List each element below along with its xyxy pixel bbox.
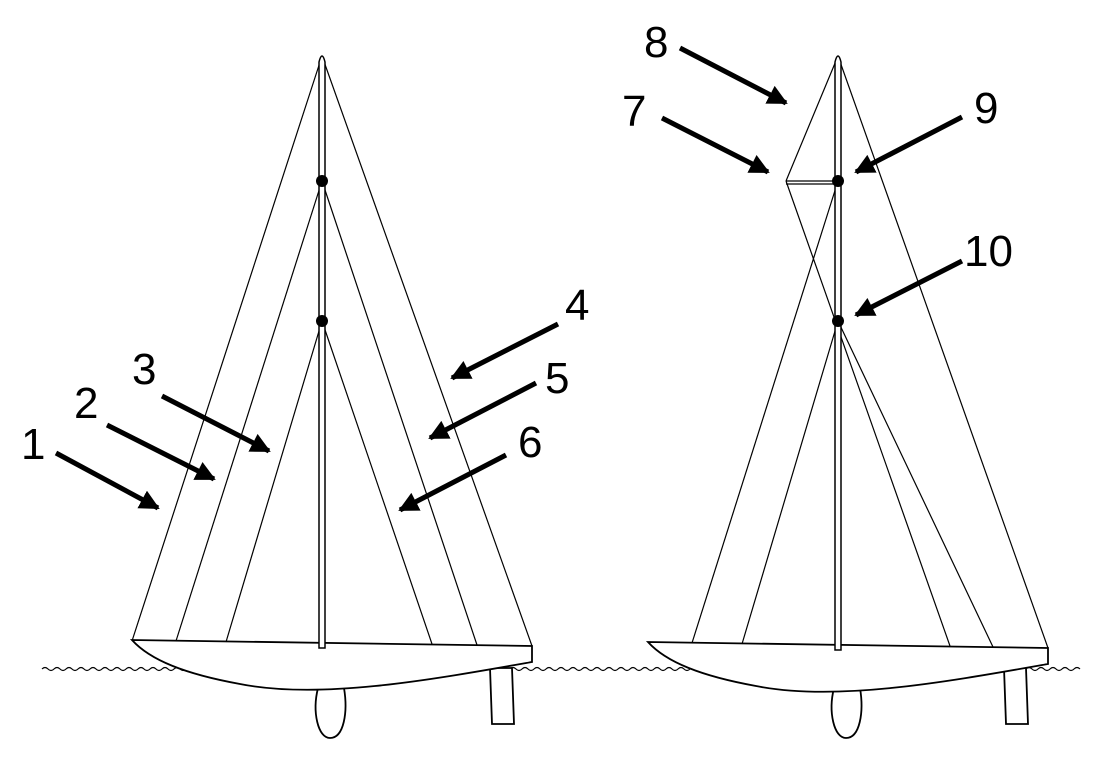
mast-left [318,55,326,649]
boat-right [645,55,1049,739]
stay-short-left-right [741,320,839,645]
hull-left [129,639,533,691]
keel-left [314,687,347,739]
hull-right [645,641,1049,693]
rudder-right [1003,667,1029,725]
stay-upper-left-right [785,55,839,182]
arrow-7 [660,115,770,175]
arrows [54,45,964,513]
stay-2-left [175,180,323,642]
stay-long-left-right [691,180,839,644]
stay-1-left [131,55,323,642]
stay-inner-right [837,320,994,648]
spreader-joint-upper-left [316,175,328,187]
arrow-2 [105,422,216,482]
arrow-9 [854,114,964,175]
arrow-3 [160,393,271,454]
keel-right [830,687,863,739]
stay-3-left [225,320,323,643]
label-6: 6 [518,418,542,467]
arrow-6 [398,452,508,513]
label-10: 10 [964,227,1013,276]
label-3: 3 [132,345,156,394]
stay-4-left [321,55,533,647]
rudder-left [489,667,515,725]
arrow-8 [678,45,788,106]
label-9: 9 [974,84,998,133]
label-4: 4 [565,281,589,330]
stay-backstay-right [837,55,1049,649]
label-2: 2 [74,379,98,428]
stay-5-left [321,180,478,646]
mast-right [834,55,842,651]
arrow-1 [54,450,160,511]
label-8: 8 [644,18,668,67]
label-5: 5 [545,354,569,403]
spreader-joint-lower-left [316,315,328,327]
arrow-4 [450,321,560,381]
spreader-joint-upper-right [832,175,844,187]
stay-6-left [321,320,433,645]
spreader-joint-lower-right [832,315,844,327]
label-7: 7 [622,87,646,136]
labels: 1 2 3 4 5 6 7 8 9 10 [21,18,1013,469]
arrow-10 [854,258,964,318]
boat-left [129,55,533,739]
arrow-5 [428,380,538,441]
label-1: 1 [21,420,45,469]
